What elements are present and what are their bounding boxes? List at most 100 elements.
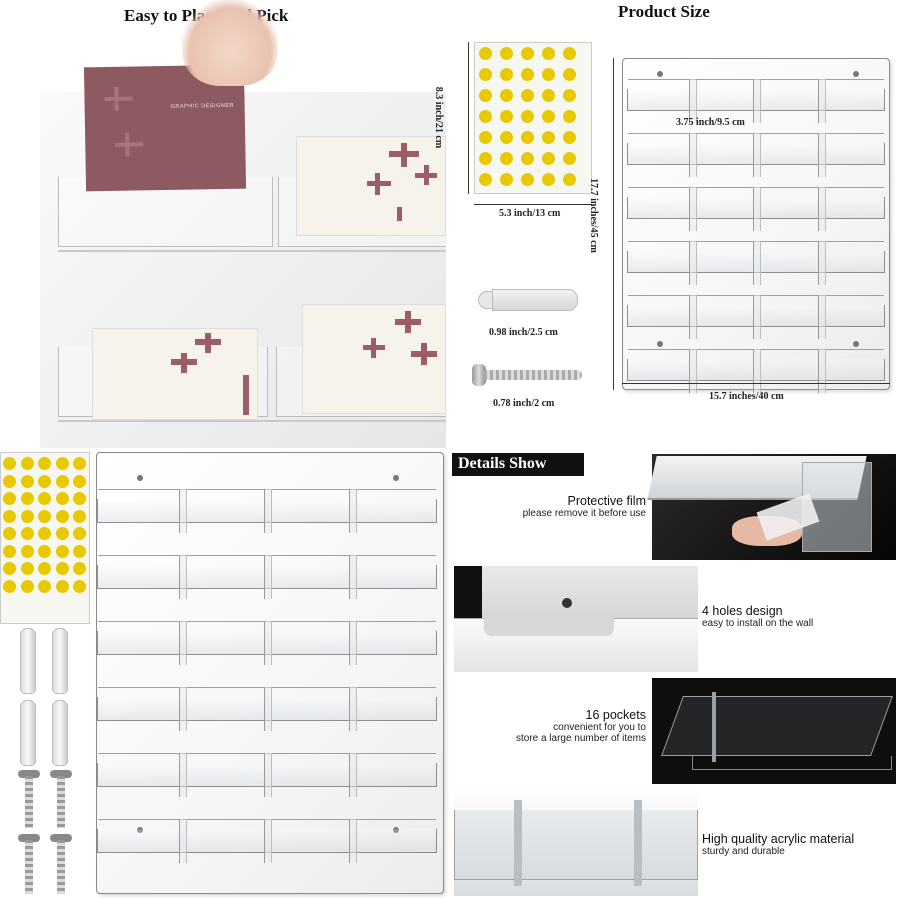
sticker-dot [20, 492, 34, 505]
photo-protective-film [647, 454, 896, 560]
sticker-dot [563, 131, 576, 144]
pocket-divider [753, 187, 761, 231]
sticker-dot [38, 544, 51, 558]
pocket-divider [753, 349, 761, 393]
sticker-dot [20, 544, 34, 558]
pocket-divider [817, 241, 826, 285]
sticker-dot [479, 89, 492, 102]
sticker-dot [73, 527, 86, 540]
sticker-dot [73, 474, 86, 488]
sticker-dot [521, 47, 534, 60]
sticker-dot [3, 492, 16, 505]
shelf-row [97, 819, 437, 863]
details-header: Details Show [452, 453, 584, 476]
sticker-dot [479, 47, 492, 60]
pocket-divider [264, 753, 272, 797]
dim-board-width: 15.7 inches/40 cm [709, 391, 784, 402]
shelf-row [627, 79, 885, 123]
business-card-lower-left [92, 328, 258, 420]
sticker-dot [479, 131, 492, 144]
pocket-divider [179, 555, 187, 599]
pocket-divider [179, 489, 187, 533]
detail-title: Protective film [567, 494, 647, 508]
photo-easy-place: GRAPHIC DESIGNER [40, 0, 446, 448]
pocket-divider [817, 133, 826, 177]
anchors-group [16, 628, 76, 898]
sticker-dot [479, 68, 492, 81]
sticker-dot [3, 527, 16, 540]
sticker-dot [73, 509, 86, 523]
pocket-divider [264, 687, 272, 731]
dim-pocket-width: 3.75 inch/9.5 cm [676, 117, 745, 128]
detail-title: 4 holes design [702, 604, 783, 618]
shelf-row [97, 753, 437, 797]
dim-anchor: 0.98 inch/2.5 cm [489, 327, 558, 338]
sticker-dot [479, 173, 492, 186]
sticker-dot [563, 47, 576, 60]
sticker-dot [20, 509, 34, 523]
section-title-product-size: Product Size [618, 2, 710, 21]
photo-holes [454, 566, 698, 672]
pocket-divider [753, 241, 761, 285]
holder-board-size [622, 58, 890, 393]
sticker-dot [521, 68, 534, 81]
detail-holes: 4 holes design easy to install on the wa… [702, 604, 892, 629]
pocket-divider [753, 295, 761, 339]
screw [472, 362, 584, 388]
pocket-divider [688, 295, 697, 339]
detail-acrylic: High quality acrylic material sturdy and… [702, 832, 898, 857]
sticker-dot [500, 110, 513, 123]
sticker-dot [542, 68, 555, 81]
sticker-dot [563, 152, 576, 165]
sticker-dot [542, 152, 555, 165]
sticker-dot [20, 527, 34, 540]
sticker-dot [73, 579, 86, 593]
detail-sub: convenient for you to [553, 722, 646, 733]
sticker-dot [73, 544, 86, 558]
pocket-divider [179, 753, 187, 797]
pocket-divider [264, 819, 272, 863]
sticker-dot [563, 68, 576, 81]
pocket-divider [817, 187, 826, 231]
sticker-dot [542, 89, 555, 102]
pocket-divider [817, 79, 826, 123]
sticker-dot [55, 562, 69, 575]
card-text: GRAPHIC DESIGNER [170, 102, 235, 110]
pocket-divider [179, 819, 187, 863]
pocket-divider [688, 133, 697, 177]
sticker-dot [521, 131, 534, 144]
pocket-divider [264, 489, 272, 533]
sticker-dot [3, 474, 16, 488]
pocket-divider [179, 687, 187, 731]
sticker-dot [55, 579, 69, 593]
detail-sub: please remove it before use [522, 508, 646, 519]
pocket-divider [349, 489, 357, 533]
sticker-dot [542, 47, 555, 60]
pocket-divider [688, 241, 697, 285]
sticker-dot [3, 562, 16, 575]
sticker-dot [500, 131, 513, 144]
sticker-dot [38, 562, 51, 575]
pocket-divider [817, 295, 826, 339]
pocket-divider [349, 753, 357, 797]
sticker-dot [38, 509, 51, 523]
sticker-dot [38, 579, 51, 593]
dim-stickers-height: 8.3 inch/21 cm [433, 86, 445, 149]
sticker-dot [542, 110, 555, 123]
sticker-dot [73, 457, 86, 470]
sticker-dot [38, 527, 51, 540]
sticker-dot [73, 562, 86, 575]
sticker-dot [500, 68, 513, 81]
sticker-dot [500, 173, 513, 186]
sticker-dot [563, 89, 576, 102]
pocket-divider [688, 187, 697, 231]
sticker-dot [3, 544, 16, 558]
shelf-row [627, 295, 885, 339]
sticker-dot [20, 457, 34, 470]
shelf-row [97, 687, 437, 731]
sticker-dot [3, 509, 16, 523]
pocket-divider [753, 133, 761, 177]
sticker-dot [3, 457, 16, 470]
sticker-dot [521, 89, 534, 102]
sticker-dot [55, 474, 69, 488]
